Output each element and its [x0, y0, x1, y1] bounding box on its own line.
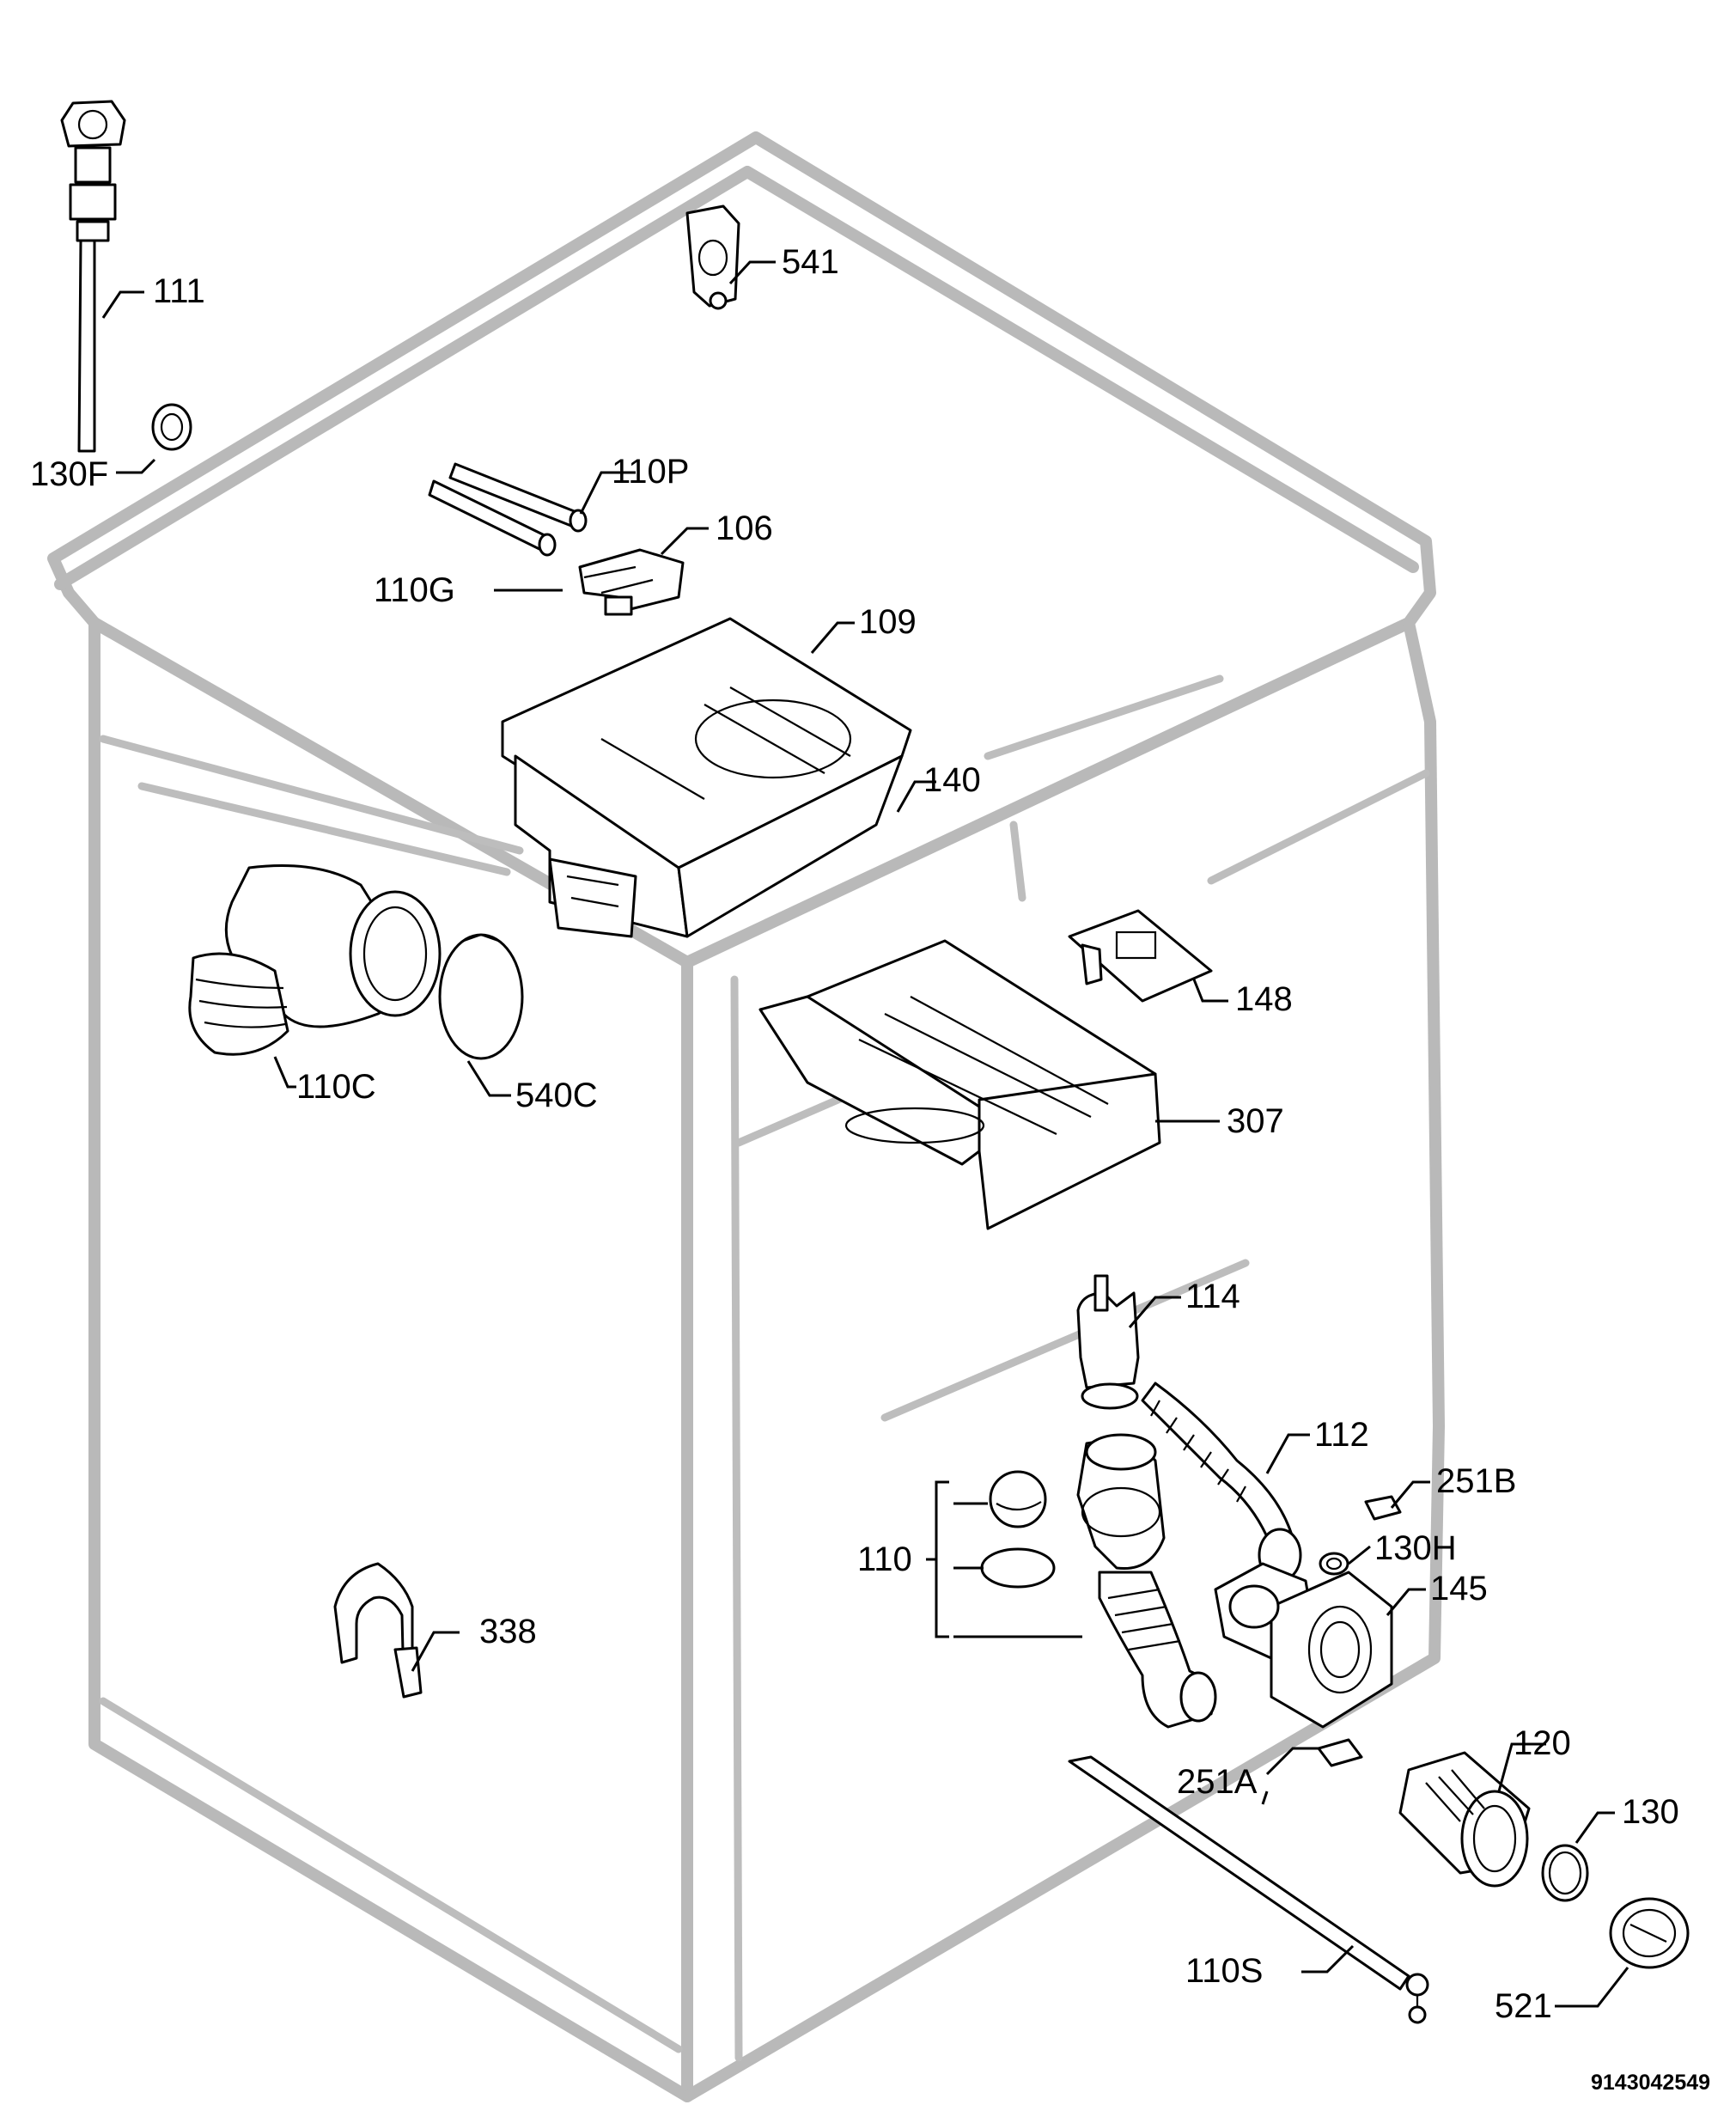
detergent-drawer-307	[758, 939, 1161, 1230]
label-130: 130	[1622, 1793, 1679, 1831]
label-140: 140	[923, 761, 981, 799]
sump-assembly-110	[926, 1433, 1217, 1729]
label-106: 106	[716, 509, 773, 547]
tubes-110P-110G	[428, 462, 588, 557]
label-110P: 110P	[612, 453, 689, 491]
pump-housing-145	[1214, 1562, 1393, 1729]
document-number: 9143042549	[1591, 2071, 1710, 2095]
hose-112	[1141, 1382, 1302, 1583]
seal-130F	[151, 403, 192, 451]
clamp-106	[578, 548, 685, 616]
inlet-hose-111	[60, 100, 126, 453]
label-148: 148	[1235, 980, 1293, 1018]
clip-251B	[1364, 1495, 1402, 1521]
label-130H: 130H	[1374, 1529, 1457, 1567]
label-110G: 110G	[374, 571, 455, 609]
label-110C: 110C	[296, 1068, 376, 1106]
clamp-ring-540C	[438, 933, 524, 1060]
seal-130H	[1319, 1552, 1349, 1576]
cabinet-outline	[47, 131, 1445, 2102]
pressure-chamber-114	[1076, 1274, 1140, 1410]
insert-148	[1068, 909, 1213, 1003]
label-251A: 251A	[1177, 1763, 1258, 1801]
clip-251A	[1317, 1738, 1363, 1767]
leader-lines	[101, 260, 1629, 2008]
dispenser-housing-109-140	[501, 617, 912, 938]
part-labels: 111 541 130F 110P 106 110G 109 140 148 1…	[30, 243, 1710, 2095]
rod-110S	[1068, 1755, 1429, 2024]
label-120: 120	[1514, 1724, 1571, 1762]
label-112: 112	[1314, 1416, 1369, 1454]
label-521: 521	[1495, 1987, 1552, 2025]
label-338: 338	[479, 1613, 537, 1650]
label-130F: 130F	[30, 455, 108, 493]
label-541: 541	[782, 243, 839, 281]
label-110S: 110S	[1185, 1952, 1263, 1990]
label-540C: 540C	[515, 1077, 598, 1114]
label-111: 111	[153, 272, 205, 310]
o-ring-130	[1541, 1844, 1589, 1902]
bellows-110C	[188, 864, 442, 1056]
hose-guide-338	[333, 1562, 423, 1699]
label-307: 307	[1227, 1102, 1284, 1140]
filter-120	[1398, 1751, 1531, 1888]
bracket-541	[685, 204, 740, 310]
label-109: 109	[859, 603, 917, 641]
label-145: 145	[1430, 1570, 1488, 1608]
cap-521	[1609, 1897, 1690, 1969]
label-110: 110	[857, 1540, 912, 1578]
label-251B: 251B	[1436, 1462, 1516, 1500]
label-114: 114	[1185, 1278, 1240, 1315]
